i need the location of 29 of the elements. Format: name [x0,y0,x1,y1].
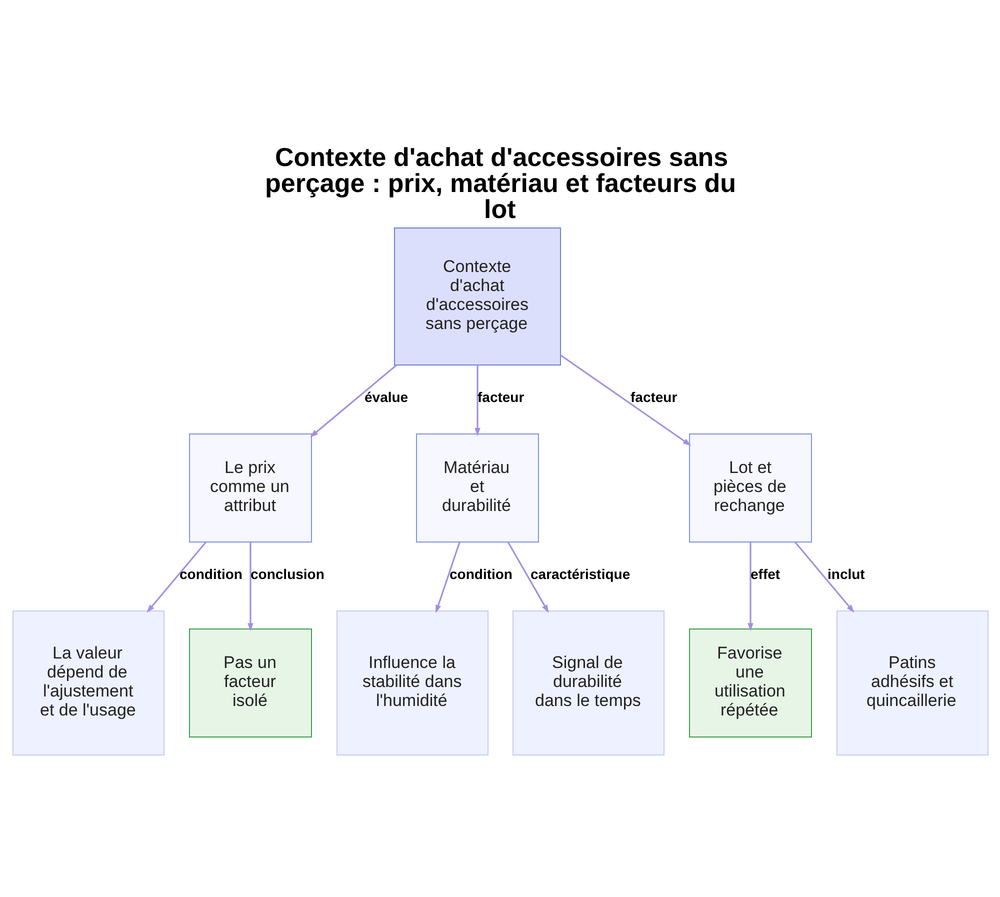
node-box: La valeur dépend de l'ajustement et de l'usage [12,610,164,756]
node-box: Lot et pièces de rechange [688,434,812,542]
edge-label: conclusion [250,566,324,582]
arrow [309,364,397,438]
node-box: Favorise une utilisation répétée [688,628,812,738]
node-box: Pas un facteur isolé [188,628,312,738]
edge-label: inclut [827,566,864,582]
node-box: Patins adhésifs et quincaillerie [836,610,988,756]
arrow [506,542,548,613]
arrow [435,542,460,614]
edge-label: évalue [364,389,408,406]
edge-label: effet [750,566,780,582]
edge-label: condition [179,566,242,582]
arrow [474,365,480,436]
arrow [247,542,253,632]
edge-label: facteur [477,389,524,406]
arrow [560,354,691,446]
node-box: Signal de durabilité dans le temps [512,610,664,756]
arrow [146,542,206,613]
arrow [747,542,753,632]
node-box: Le prix comme un attribut [188,434,312,542]
edge-label: condition [449,566,512,582]
node-box: Contexte d'achat d'accessoires sans perçage [394,228,560,366]
edge-label: facteur [630,389,677,406]
edge-label: caractéristique [530,566,630,582]
arrow [794,542,854,613]
diagram-title: Contexte d'achat d'accessoires sans perçage : prix, matériau et facteurs du lot [264,142,736,224]
node-box: Influence la stabilité dans l'humidité [336,610,488,756]
node-box: Matériau et durabilité [416,434,538,542]
